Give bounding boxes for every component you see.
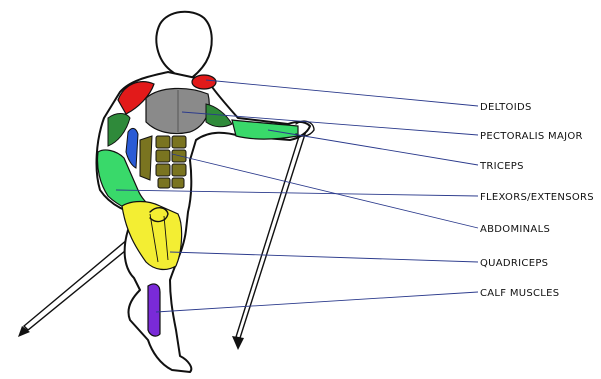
label-flexors-extensors: FLEXORS/EXTENSORS — [480, 192, 594, 203]
label-pectoralis-major: PECTORALIS MAJOR — [480, 131, 583, 142]
label-triceps: TRICEPS — [479, 161, 524, 172]
deltoid-right — [192, 75, 216, 89]
flexors-extensors-right — [232, 120, 298, 139]
label-deltoids: DELTOIDS — [480, 102, 532, 113]
label-calf-muscles: CALF MUSCLES — [480, 288, 559, 299]
calf-muscles — [148, 284, 160, 336]
label-quadriceps: QUADRICEPS — [480, 258, 548, 269]
label-abdominals: ABDOMINALS — [480, 224, 550, 235]
head — [156, 12, 211, 82]
right-pole — [232, 130, 306, 350]
labels: DELTOIDS PECTORALIS MAJOR TRICEPS FLEXOR… — [479, 102, 594, 299]
